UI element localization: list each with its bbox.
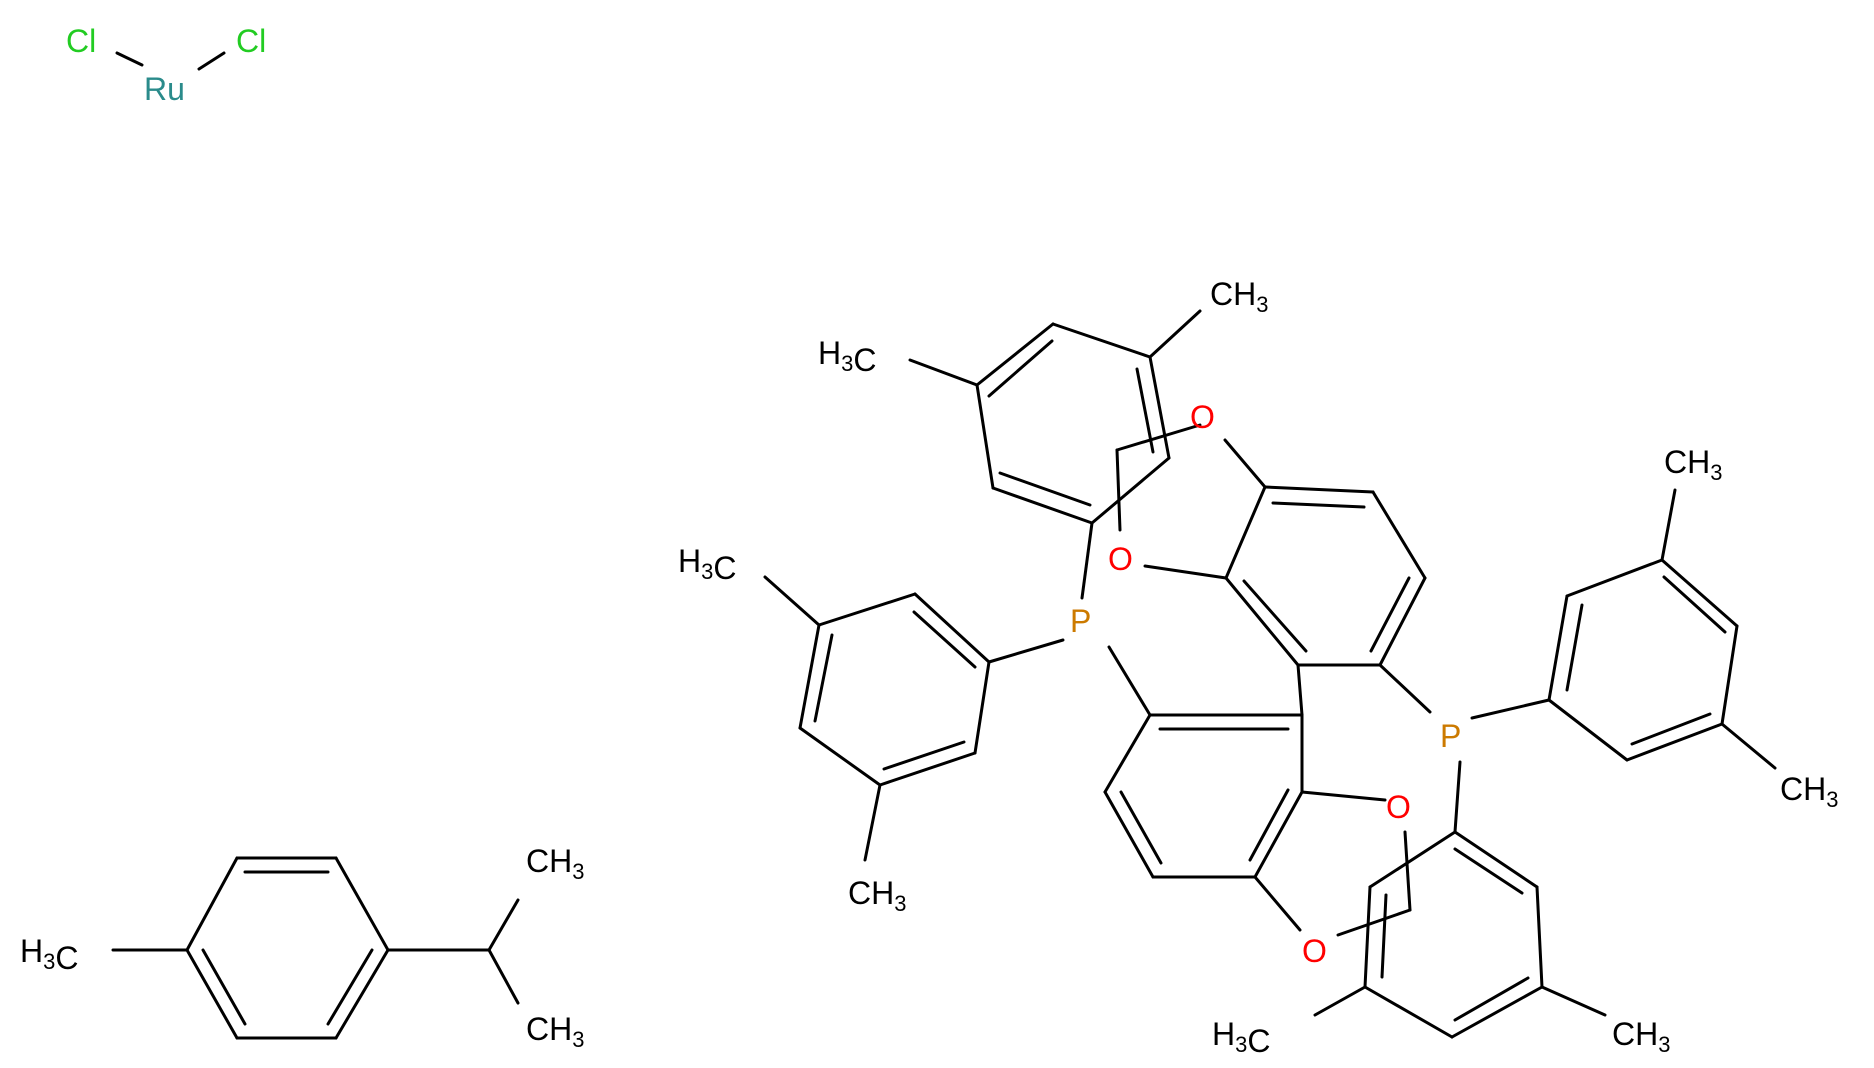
- methyl-label-ring-a-right: CH3: [1210, 276, 1268, 317]
- methyl-label-ring-d-left: H3C: [1212, 1016, 1270, 1059]
- ru-label: Ru: [144, 71, 185, 107]
- oxygen-label-3: O: [1386, 789, 1411, 825]
- phosphine-bonds: [987, 521, 1551, 834]
- xylyl-ring-b-bonds: [763, 575, 991, 862]
- methyl-label-ring-b-bottom: CH3: [848, 875, 906, 916]
- methyl-label-cymene-iso-top: CH3: [526, 843, 584, 884]
- oxygen-label-2: O: [1108, 541, 1133, 577]
- xylyl-ring-d-bonds: [1313, 830, 1607, 1039]
- core-ring-lower-bonds: [1103, 663, 1304, 879]
- methyl-label-ring-c-bottom: CH3: [1780, 771, 1838, 812]
- cl-label-right: Cl: [236, 23, 266, 59]
- oxygen-label-4: O: [1302, 933, 1327, 969]
- phosphorus-label-lower: P: [1440, 718, 1461, 754]
- methyl-label-ring-b-top: H3C: [678, 543, 736, 586]
- methyl-label-cymene-iso-bottom: CH3: [526, 1011, 584, 1052]
- xylyl-ring-a-bonds: [908, 309, 1202, 525]
- cl-label-left: Cl: [66, 23, 96, 59]
- methyl-label-ring-c-top: CH3: [1664, 444, 1722, 485]
- oxygen-label-1: O: [1190, 399, 1215, 435]
- methyl-label-ring-d-right: CH3: [1612, 1016, 1670, 1057]
- rucl2-bonds: [115, 51, 226, 71]
- dioxole-bonds: [1115, 423, 1412, 937]
- p-cymene-bonds: [111, 856, 520, 1040]
- atom-labels: Cl Cl Ru H3C CH3 CH3 P P O O O O H3C CH3…: [20, 23, 1838, 1059]
- phosphorus-label-upper: P: [1070, 603, 1091, 639]
- core-ring-upper-bonds: [1224, 485, 1427, 667]
- xylyl-ring-c-bonds: [1547, 488, 1777, 770]
- methyl-label-cymene: H3C: [20, 933, 78, 976]
- methyl-label-ring-a-left: H3C: [818, 335, 876, 378]
